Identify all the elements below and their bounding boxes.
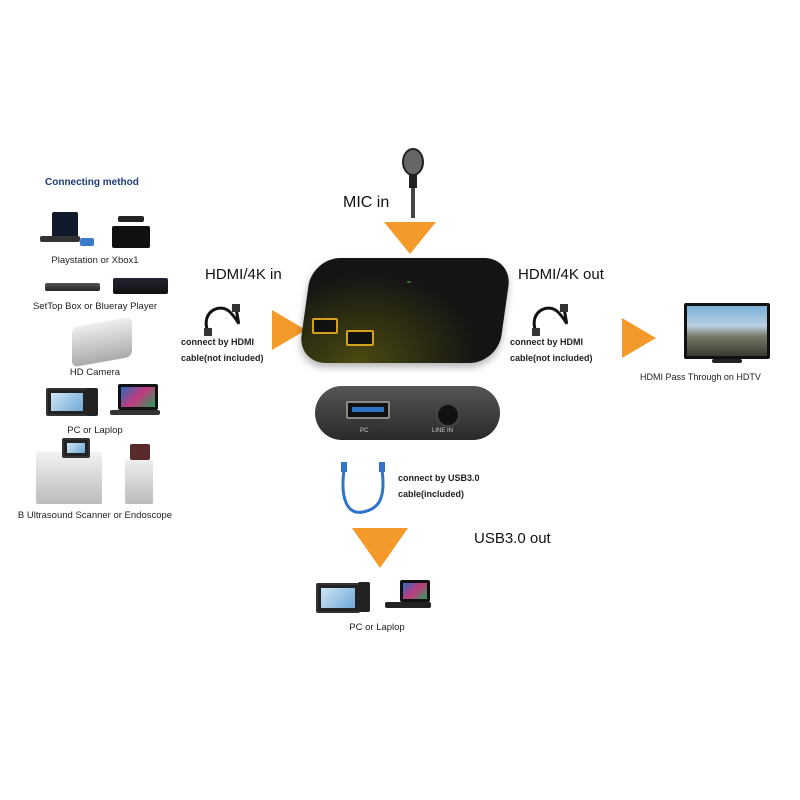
laptop-image — [118, 384, 158, 410]
output-laptop-base-image — [385, 602, 431, 608]
hd-camera-image — [72, 316, 132, 368]
line-in-jack[interactable] — [436, 403, 460, 427]
hdmi-cable-in-icon — [204, 304, 240, 336]
output-pc-monitor-image — [316, 583, 360, 613]
microphone-icon — [402, 148, 424, 218]
usb-cable-icon — [341, 462, 385, 514]
hdmi-port-2 — [346, 330, 374, 346]
port-label-line-in: LINE IN — [432, 428, 454, 434]
tv-screen — [687, 306, 767, 356]
xbox-image — [112, 226, 150, 248]
tv-stand — [712, 359, 742, 363]
device-label-playstation: Playstation or Xbox1 — [51, 255, 139, 266]
arrow-down-usb-icon — [352, 528, 408, 568]
hdmi-cable-out-icon — [532, 304, 568, 336]
hdmi-in-note-2: cable(not included) — [181, 353, 264, 363]
usb-port[interactable] — [346, 401, 390, 419]
arrow-right-out-icon — [622, 318, 656, 358]
output-device-label: PC or Laplop — [349, 622, 405, 633]
pc-monitor-image — [46, 388, 88, 416]
arrow-down-mic-icon — [384, 222, 436, 254]
device-label-settop: SetTop Box or Blueray Player — [32, 301, 158, 312]
ultrasound-scanner-image — [36, 452, 102, 504]
endoscope-image — [125, 460, 153, 504]
hdmi-out-note-2: cable(not included) — [510, 353, 593, 363]
usb-out-label: USB3.0 out — [474, 530, 551, 547]
device-label-pc: PC or Laplop — [67, 425, 123, 436]
pc-tower-image — [86, 388, 98, 416]
mic-in-label: MIC in — [343, 194, 390, 211]
hdtv-image — [684, 303, 770, 359]
hdmi-out-label: HDMI/4K out — [518, 266, 604, 283]
hdmi-in-note-1: connect by HDMI — [181, 337, 255, 347]
capture-device-top — [297, 258, 513, 363]
blueray-player-image — [113, 278, 168, 294]
device-label-hd-camera: HD Camera — [69, 367, 121, 378]
playstation-accessory-image — [80, 238, 94, 246]
output-pc-tower-image — [358, 582, 370, 612]
status-led — [407, 281, 411, 283]
laptop-base-image — [110, 410, 160, 415]
usb-note-1: connect by USB3.0 — [398, 473, 480, 483]
hdmi-out-note-1: connect by HDMI — [510, 337, 584, 347]
ultrasound-monitor-image — [62, 438, 90, 458]
capture-device-front — [315, 386, 500, 440]
connecting-method-title: Connecting method — [45, 177, 139, 188]
hdmi-in-label: HDMI/4K in — [205, 266, 282, 283]
settop-box-image — [45, 283, 100, 291]
port-label-pc: PC — [360, 428, 369, 434]
tv-label: HDMI Pass Through on HDTV — [640, 372, 761, 382]
playstation-controller-image — [40, 236, 80, 242]
endoscope-monitor-image — [130, 444, 150, 460]
arrow-right-in-icon — [272, 310, 306, 350]
usb-note-2: cable(included) — [398, 489, 465, 499]
device-label-ultrasound: B Ultrasound Scanner or Endoscope — [17, 510, 173, 521]
kinect-image — [118, 216, 144, 222]
hdmi-port-1 — [312, 318, 338, 334]
output-laptop-image — [400, 580, 430, 602]
